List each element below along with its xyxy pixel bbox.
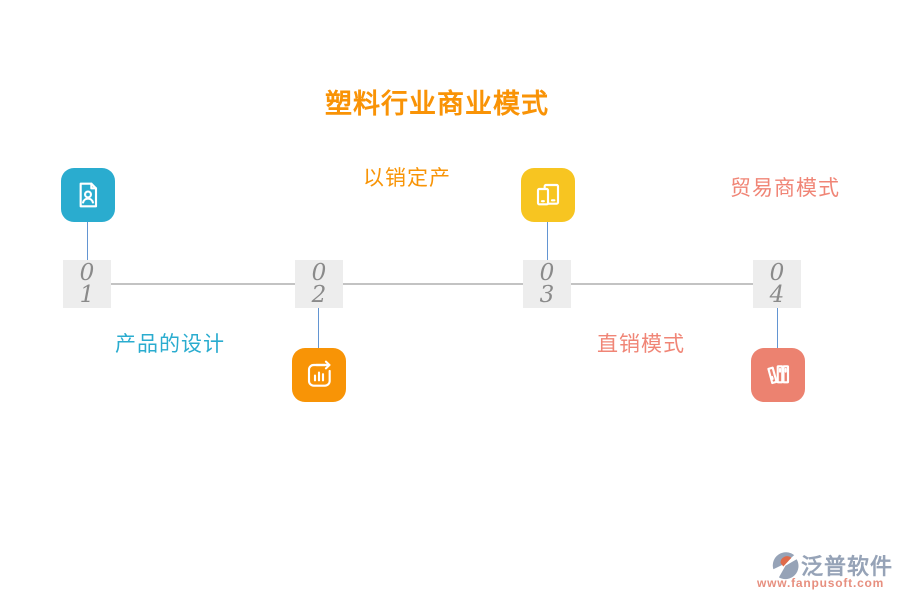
step-number-bottom: 4 (769, 282, 785, 308)
watermark-brand: 泛普软件 (801, 554, 894, 579)
devices-icon (521, 168, 575, 222)
connector-line (87, 222, 88, 260)
step-number-bottom: 2 (311, 282, 327, 308)
connector-line (777, 308, 778, 348)
step-number-bottom: 3 (539, 282, 555, 308)
connector-line (547, 222, 548, 260)
step-number-top: 0 (539, 260, 555, 286)
step-number: 0 1 (63, 260, 111, 308)
timeline-line (87, 283, 778, 285)
step-label: 产品的设计 (115, 333, 225, 356)
step-number-bottom: 1 (79, 282, 95, 308)
step-number: 0 3 (523, 260, 571, 308)
step-label: 直销模式 (597, 333, 685, 356)
step-number: 0 4 (753, 260, 801, 308)
fanpu-logo-icon (772, 552, 799, 580)
step-label: 以销定产 (363, 167, 451, 190)
step-number: 0 2 (295, 260, 343, 308)
page-title: 塑料行业商业模式 (325, 89, 549, 119)
step-number-top: 0 (79, 260, 95, 286)
step-label: 贸易商模式 (730, 177, 840, 200)
chart-arrow-icon (292, 348, 346, 402)
connector-line (318, 308, 319, 348)
watermark-url: www.fanpusoft.com (757, 576, 885, 590)
step-number-top: 0 (769, 260, 785, 286)
document-person-icon (61, 168, 115, 222)
step-number-top: 0 (311, 260, 327, 286)
books-icon (751, 348, 805, 402)
